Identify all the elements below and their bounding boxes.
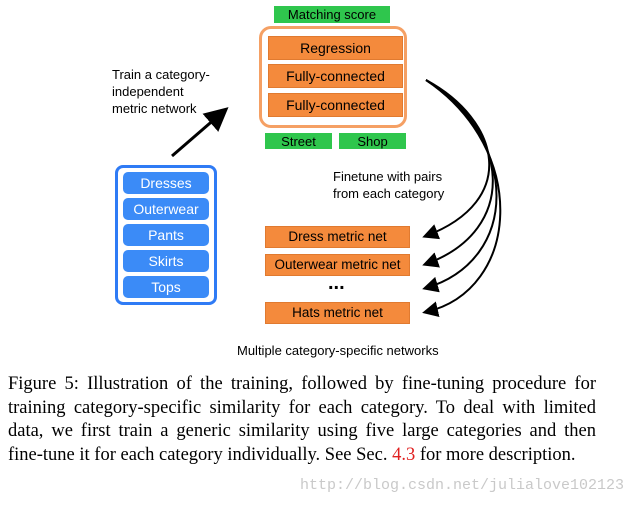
finetune-arrow-hats [422,79,502,318]
category-dresses-label: Dresses [140,175,192,191]
matching-score-label: Matching score [287,7,377,22]
regression-layer: Regression [268,36,403,60]
category-list-frame [115,165,217,305]
regression-layer-label: Regression [300,40,371,56]
category-skirts: Skirts [123,250,209,272]
category-tops-label: Tops [151,279,181,295]
fully-connected-layer-2: Fully-connected [268,93,403,117]
category-outerwear-label: Outerwear [133,201,199,217]
hats-metric-net-label: Hats metric net [292,305,383,321]
generic-network-frame [259,26,407,128]
finetune-arrow-dress [422,79,491,240]
fully-connected-layer-1-label: Fully-connected [286,68,385,84]
arrows-layer [171,79,502,318]
category-skirts-label: Skirts [148,253,184,269]
dress-metric-net: Dress metric net [265,226,410,248]
category-tops: Tops [123,276,209,298]
shop-input-label: Shop [357,133,388,149]
matching-score-box: Matching score [274,6,390,23]
hats-metric-net: Hats metric net [265,302,410,324]
train-label: Train a category- independent metric net… [112,67,210,116]
category-pants: Pants [123,224,209,246]
dress-metric-net-label: Dress metric net [288,229,387,245]
street-input-box: Street [265,133,332,149]
figure-caption: Figure 5: Illustration of the training, … [8,373,596,467]
street-input-label: Street [281,133,316,149]
outerwear-metric-net-label: Outerwear metric net [274,257,401,273]
fully-connected-layer-2-label: Fully-connected [286,97,385,113]
caption-prefix: Figure 5: [8,374,88,394]
finetune-label: Finetune with pairs from each category [333,169,445,201]
category-dresses: Dresses [123,172,209,194]
category-outerwear: Outerwear [123,198,209,220]
section-reference-link[interactable]: 4.3 [392,444,416,465]
fully-connected-layer-1: Fully-connected [268,64,403,88]
category-pants-label: Pants [148,227,184,243]
caption-text: Illustration of the training, followed b… [8,374,596,465]
figure: Matching score Regression Fully-connecte… [8,6,624,494]
watermark: http://blog.csdn.net/julialove102123 [300,477,624,494]
bottom-label: Multiple category-specific networks [237,343,439,358]
outerwear-metric-net: Outerwear metric net [265,254,410,276]
caption-text-end: for more description. [415,444,576,465]
train-arrow [171,107,229,158]
ellipsis: ... [328,272,345,294]
shop-input-box: Shop [339,133,406,149]
